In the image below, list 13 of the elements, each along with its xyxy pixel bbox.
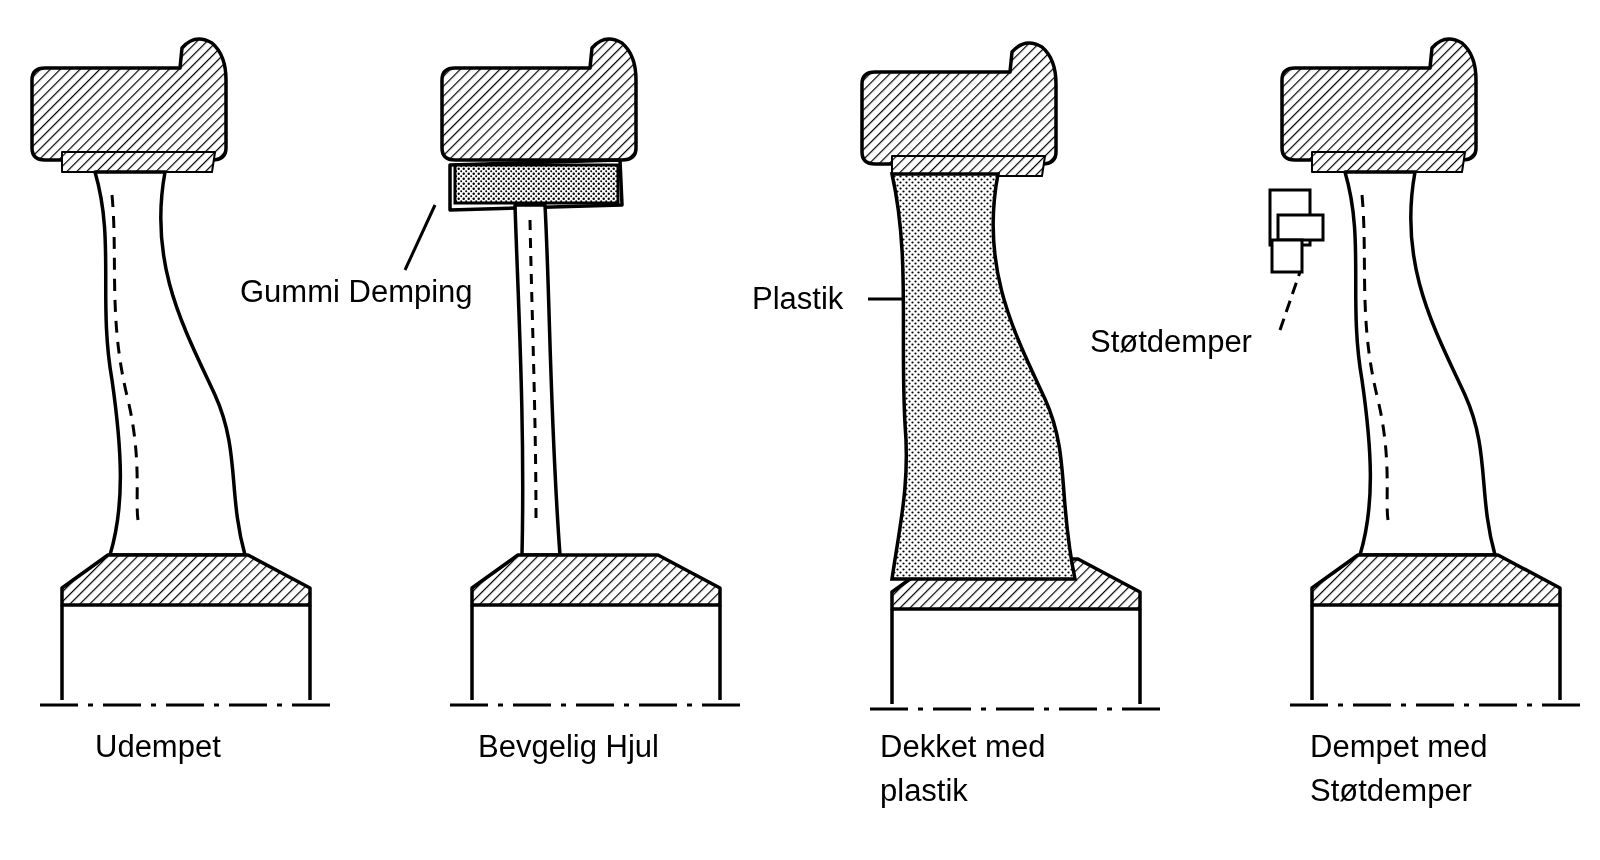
leader-line	[868, 297, 902, 301]
leader-line	[1278, 271, 1302, 331]
component-part	[1268, 188, 1325, 274]
part-label: Plastik	[752, 277, 844, 321]
caption: Dekket med plastik	[880, 728, 1047, 810]
part-label: Gummi Demping	[240, 270, 473, 314]
component-part	[453, 163, 620, 205]
leader-line	[403, 204, 437, 271]
caption: Udempet	[95, 728, 222, 766]
caption: Dempet med Støtdemper	[1310, 728, 1489, 810]
caption: Bevgelig Hjul	[478, 728, 660, 766]
part-label: Støtdemper	[1090, 320, 1252, 364]
filled-region	[890, 172, 1077, 581]
